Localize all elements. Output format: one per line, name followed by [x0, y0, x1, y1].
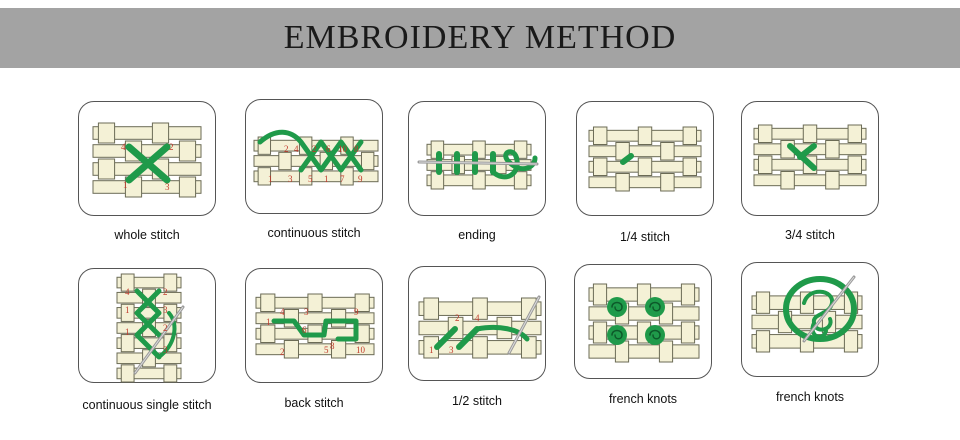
stitch-diagram: 4 2 1 3 2 1 3	[116, 273, 185, 383]
stitch-number: 2	[169, 142, 174, 152]
thread-path	[490, 149, 538, 180]
needle-icon	[507, 295, 541, 355]
stitch-number: 4	[294, 144, 299, 154]
stitch-label: ending	[458, 228, 496, 242]
stitch-label: continuous stitch	[267, 226, 361, 240]
stitch-label: continuous single stitch	[82, 398, 212, 412]
stitch-number: 3	[288, 174, 293, 184]
thread-path	[271, 318, 359, 342]
stitch-number: 1	[266, 317, 271, 327]
french-knot	[783, 276, 857, 342]
stitch-diagram	[588, 126, 702, 192]
thread-stitch	[125, 143, 171, 184]
stitch-number: 1	[125, 327, 130, 337]
stitch-number: 2	[163, 323, 168, 333]
stitch-illustration	[408, 101, 546, 216]
stitch-label: back stitch	[284, 396, 344, 410]
stitch-label: 1/2 stitch	[451, 394, 503, 408]
french-knot	[645, 325, 665, 345]
stitch-number: 3	[304, 307, 309, 317]
fabric-weave	[588, 126, 702, 192]
stitch-number: 10	[356, 345, 366, 355]
needle-icon	[133, 305, 185, 375]
needle-icon	[802, 275, 856, 343]
stitch-number: 6	[302, 325, 307, 335]
stitch-number: 3	[449, 345, 454, 355]
stitch-number: 8	[354, 144, 359, 154]
stitch-label: french knots	[775, 390, 845, 404]
stitch-diagram	[417, 140, 539, 190]
fabric-weave	[588, 283, 700, 363]
french-knot	[607, 297, 627, 317]
stitch-number: 1	[324, 174, 329, 184]
stitch-number: 8	[330, 341, 335, 351]
fabric-weave	[751, 291, 863, 353]
stitch-illustration	[741, 262, 879, 377]
stitch-number: 2	[284, 144, 289, 154]
thread-path	[474, 324, 530, 342]
french-knot	[607, 325, 627, 345]
knot-swirl	[611, 301, 623, 312]
stitch-number: 10	[338, 144, 348, 154]
thread-stitch	[456, 326, 480, 350]
thread-path	[157, 311, 177, 359]
knot-swirl	[611, 329, 623, 340]
stitch-illustration	[576, 101, 714, 216]
needle-icon	[417, 160, 539, 166]
stitch-diagram: 4 2 1 3	[418, 295, 542, 359]
stitch-number: 3	[163, 345, 168, 355]
stitch-number: 5	[308, 174, 313, 184]
stitch-number: 3	[163, 305, 168, 315]
stitch-label: french knots	[608, 392, 678, 406]
stitch-number: 4	[280, 307, 285, 317]
stitch-number: 7	[340, 174, 345, 184]
stitch-number: 4	[121, 142, 126, 152]
stitch-illustration: 4 2 1 3	[408, 266, 546, 381]
stitch-number: 3	[165, 182, 170, 192]
thread-path	[802, 289, 834, 339]
fabric-weave	[753, 124, 867, 190]
stitch-diagram	[751, 275, 863, 353]
stitch-number: 9	[358, 174, 363, 184]
knot-swirl	[649, 329, 661, 340]
stitch-number: 2	[312, 144, 317, 154]
knot-swirl	[649, 301, 661, 312]
thread-path	[257, 129, 364, 173]
stitch-number: 1	[268, 174, 273, 184]
stitch-diagram	[588, 283, 700, 363]
stitch-illustration	[741, 101, 879, 216]
stitch-number: 6	[326, 144, 331, 154]
thread-stitch	[434, 326, 458, 350]
stitch-number: 4	[125, 287, 130, 297]
stitch-label: 3/4 stitch	[784, 228, 836, 242]
french-knot	[645, 297, 665, 317]
stitch-number: 4	[475, 313, 480, 323]
thread-path	[134, 288, 162, 360]
stitch-number: 1	[123, 180, 128, 190]
title-banner: EMBROIDERY METHOD	[0, 8, 960, 68]
stitch-number: 2	[455, 313, 460, 323]
stitch-label: 1/4 stitch	[619, 230, 671, 244]
stitch-illustration: 4 2 1 3 2 1 3	[78, 268, 216, 383]
stitch-number: 1	[429, 345, 434, 355]
thread-stitch	[620, 153, 634, 165]
stitch-illustration	[574, 264, 712, 379]
stitch-number: 9	[354, 307, 359, 317]
stitch-diagram: 4 2 1 3	[92, 122, 202, 198]
stitch-label: whole stitch	[114, 228, 180, 242]
stitch-number: 1	[125, 305, 130, 315]
stitch-number: 2	[163, 287, 168, 297]
stitch-diagram	[753, 124, 867, 190]
stitch-number: 2	[280, 347, 285, 357]
stitch-illustration: 4 2 1 3	[78, 101, 216, 216]
stitch-number: 5	[324, 345, 329, 355]
page-title: EMBROIDERY METHOD	[283, 19, 677, 56]
thread-stitch	[797, 143, 817, 160]
